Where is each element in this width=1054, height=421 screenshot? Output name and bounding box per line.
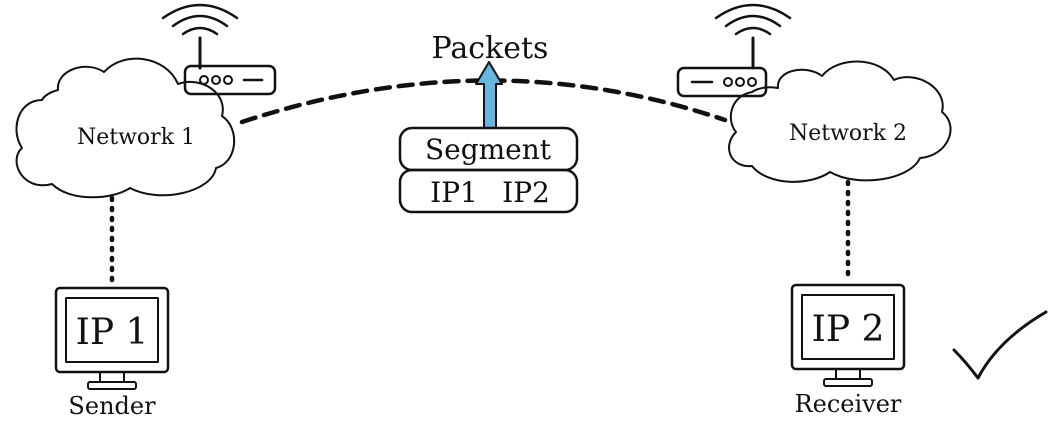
network-2-label: Network 2 bbox=[789, 121, 907, 146]
cloud-icon bbox=[15, 57, 236, 199]
network-1-cloud: Network 1 bbox=[15, 57, 236, 199]
router-2 bbox=[676, 3, 792, 98]
sender-screen-text: IP 1 bbox=[76, 312, 149, 353]
packets-label: Packets bbox=[432, 31, 549, 66]
up-arrow-icon bbox=[475, 61, 503, 129]
ip-header-source: IP1 bbox=[430, 176, 478, 209]
network-1-label: Network 1 bbox=[77, 125, 195, 150]
dashed-link-arc bbox=[239, 78, 728, 125]
receiver-caption: Receiver bbox=[795, 390, 902, 418]
wifi-icon bbox=[714, 3, 792, 36]
network-2-cloud: Network 2 bbox=[728, 60, 952, 183]
router-icon bbox=[183, 64, 277, 96]
router-icon bbox=[676, 66, 768, 98]
receiver-screen-text: IP 2 bbox=[812, 309, 885, 350]
cloud-icon bbox=[728, 60, 952, 183]
router-1 bbox=[161, 3, 277, 96]
receiver-computer: IP 2 Receiver bbox=[790, 283, 906, 418]
packet-stack: Segment IP1 IP2 bbox=[398, 126, 579, 214]
sender-caption: Sender bbox=[68, 392, 156, 420]
wifi-icon bbox=[161, 3, 239, 36]
sender-computer: IP 1 Sender bbox=[54, 286, 170, 420]
ip-header-destination: IP2 bbox=[502, 176, 550, 209]
segment-label: Segment bbox=[425, 133, 552, 166]
ip-header-box bbox=[398, 168, 579, 214]
checkmark-icon bbox=[952, 310, 1048, 380]
